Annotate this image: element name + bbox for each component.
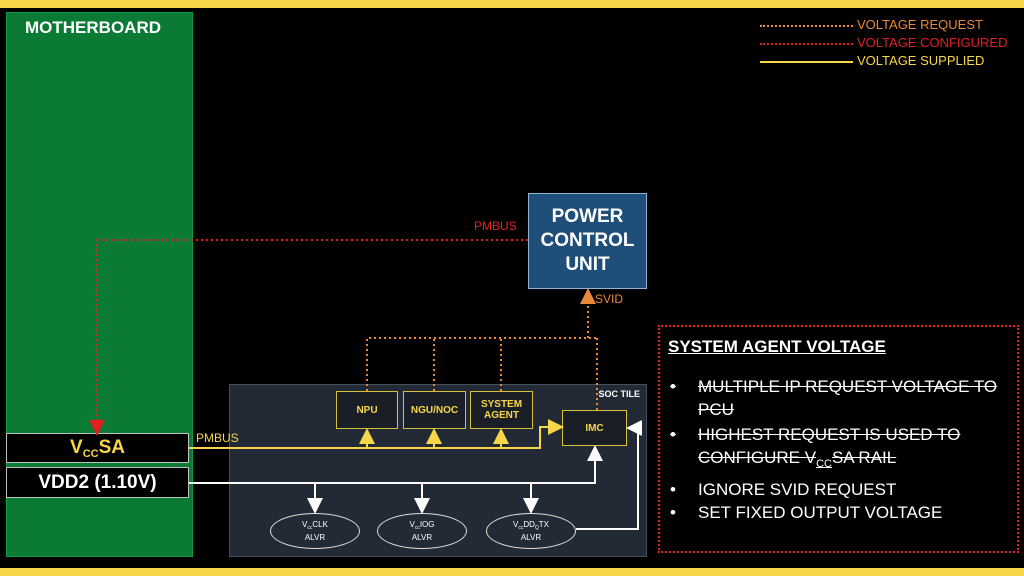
alvr-ddq-mid: DD bbox=[523, 519, 535, 529]
legend-voltage-configured: VOLTAGE CONFIGURED bbox=[760, 35, 1007, 50]
pcu-label-line-1: POWER bbox=[551, 206, 624, 227]
alvr-clk-sub: cc bbox=[307, 524, 313, 531]
legend-voltage-request: VOLTAGE REQUEST bbox=[760, 17, 983, 32]
alvr-clk-pre: V bbox=[302, 519, 308, 529]
panel-list: MULTIPLE IP REQUEST VOLTAGE TO PCU HIGHE… bbox=[668, 375, 1013, 524]
panel-item-3: IGNORE SVID REQUEST bbox=[668, 478, 1013, 501]
legend-configured-line bbox=[760, 42, 853, 45]
alvr-clk-name: CLK bbox=[312, 519, 328, 529]
motherboard-title: MOTHERBOARD bbox=[25, 18, 161, 37]
panel-title: SYSTEM AGENT VOLTAGE bbox=[668, 337, 886, 356]
pmbus-top-label: PMBUS bbox=[474, 219, 517, 233]
vccclk-alvr: VccCLK ALVR bbox=[270, 513, 360, 549]
alvr-iog-sub: cc bbox=[414, 524, 420, 531]
legend-supplied-label: VOLTAGE SUPPLIED bbox=[857, 53, 985, 68]
vccsa-main: V bbox=[70, 437, 83, 458]
pcu-label-line-3: UNIT bbox=[565, 254, 610, 275]
panel-item-2-pre: HIGHEST REQUEST IS USED TO CONFIGURE V bbox=[698, 425, 961, 467]
pcu-label-line-2: CONTROL bbox=[540, 230, 635, 251]
alvr-ddq-sub2: Q bbox=[534, 524, 539, 531]
pmbus-rail-label: PMBUS bbox=[196, 431, 239, 445]
svid-label: SVID bbox=[595, 292, 624, 306]
legend-configured-label: VOLTAGE CONFIGURED bbox=[857, 35, 1008, 50]
diagram-canvas: MOTHERBOARD VCCSA VDD2 (1.10V) SOC TILE … bbox=[0, 8, 1024, 568]
alvr-iog-bottom: ALVR bbox=[411, 532, 433, 542]
connection-wires bbox=[89, 239, 642, 530]
alvr-iog-name: IOG bbox=[419, 519, 435, 529]
vdd2-rail-box: VDD2 (1.10V) bbox=[6, 467, 189, 498]
ngu-noc-block: NGU/NOC bbox=[403, 391, 466, 429]
vccsa-rail-box: VCCSA bbox=[6, 433, 189, 463]
vccsa-subscript: CC bbox=[82, 448, 99, 460]
alvr-ddq-pre: V bbox=[512, 519, 519, 529]
vccsa-supply-wire bbox=[189, 419, 564, 449]
npu-block: NPU bbox=[336, 391, 398, 429]
panel-item-1: MULTIPLE IP REQUEST VOLTAGE TO PCU bbox=[668, 375, 1013, 421]
legend-request-line bbox=[760, 24, 853, 27]
alvr-clk-bottom: ALVR bbox=[304, 532, 326, 542]
alvr-ddq-name: TX bbox=[538, 519, 550, 529]
legend-supplied-line bbox=[760, 60, 853, 63]
svid-request-wire bbox=[366, 337, 597, 391]
motherboard-panel: MOTHERBOARD bbox=[6, 12, 193, 557]
panel-item-2-post: SA RAIL bbox=[831, 448, 897, 467]
soc-tile-title: SOC TILE bbox=[598, 389, 640, 399]
ddq-imc-return-wire bbox=[576, 420, 642, 530]
alvr-ddq-sub: cc bbox=[518, 524, 524, 531]
panel-item-2: HIGHEST REQUEST IS USED TO CONFIGURE VCC… bbox=[668, 423, 1013, 476]
alvr-iog-pre: V bbox=[409, 519, 415, 529]
power-control-unit: POWER CONTROL UNIT bbox=[528, 193, 647, 289]
alvr-ddq-bottom: ALVR bbox=[520, 532, 542, 542]
pmbus-configured-wire bbox=[89, 239, 528, 436]
panel-item-2-sub: CC bbox=[816, 458, 832, 470]
vccsa-suffix: SA bbox=[98, 437, 125, 458]
legend-voltage-supplied: VOLTAGE SUPPLIED bbox=[760, 53, 984, 68]
legend-request-label: VOLTAGE REQUEST bbox=[857, 17, 983, 32]
system-agent-block: SYSTEM AGENT bbox=[470, 391, 533, 429]
vdd2-supply-wire bbox=[189, 445, 603, 484]
panel-item-4: SET FIXED OUTPUT VOLTAGE bbox=[668, 501, 1013, 524]
system-agent-voltage-panel: SYSTEM AGENT VOLTAGE MULTIPLE IP REQUEST… bbox=[658, 325, 1019, 553]
